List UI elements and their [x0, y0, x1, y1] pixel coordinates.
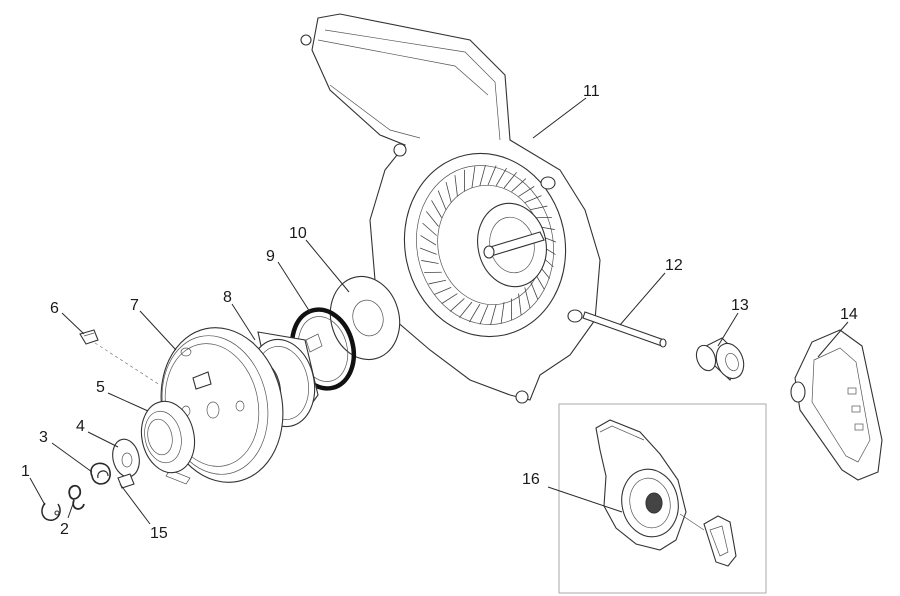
circlip-part-1 [41, 502, 61, 521]
rod-part-12 [582, 311, 667, 348]
fan-blade [503, 172, 517, 189]
fan-blade [529, 280, 539, 300]
fan-blade [449, 298, 465, 312]
spring-clip-part-2 [68, 484, 85, 510]
fan-blade [524, 195, 542, 203]
label-13: 13 [731, 297, 749, 314]
fan-blade [437, 190, 447, 210]
fan-blade [490, 304, 497, 326]
fan-blade [441, 293, 458, 304]
fan-blade [419, 247, 437, 255]
fan-blade [469, 304, 481, 323]
fan-blade [500, 302, 505, 324]
fan-blade [471, 166, 476, 188]
assembly-inset-part-16 [558, 403, 767, 594]
pawl-part-6 [79, 329, 99, 345]
fan-blade [479, 304, 489, 325]
label-10: 10 [289, 225, 307, 242]
label-14: 14 [840, 306, 858, 323]
fan-blade [495, 167, 507, 186]
fan-blade [445, 181, 452, 203]
fan-blade [529, 205, 548, 211]
fan-blade [524, 287, 531, 309]
fan-blade [420, 235, 437, 246]
label-9: 9 [266, 248, 275, 265]
handle-part-14 [790, 329, 883, 481]
label-16: 16 [522, 471, 540, 488]
label-12: 12 [665, 257, 683, 274]
label-3: 3 [39, 429, 48, 446]
fan-blade [421, 260, 439, 264]
fan-blade [487, 165, 497, 186]
washer-part-4 [112, 438, 140, 478]
fan-blade [518, 293, 522, 315]
fan-blade [431, 200, 443, 218]
fan-blade [428, 279, 447, 285]
spring-part-3 [90, 462, 111, 485]
label-8: 8 [223, 289, 232, 306]
label-15: 15 [150, 525, 168, 542]
fan-blade [459, 301, 473, 318]
fan-blade [518, 186, 535, 197]
assembly-axis [94, 342, 161, 386]
washer-part-10 [329, 275, 401, 361]
label-11: 11 [583, 83, 600, 100]
sleeve-part-13 [695, 337, 745, 381]
label-1: 1 [21, 463, 30, 480]
fan-blade [434, 287, 452, 295]
leader-lines [29, 97, 849, 525]
label-7: 7 [130, 297, 139, 314]
label-5: 5 [96, 379, 105, 396]
fan-blade [479, 164, 486, 186]
fan-blade [454, 175, 458, 197]
fan-blade [511, 178, 527, 192]
callout-labels: 11 12 13 14 10 9 8 7 6 5 4 3 1 2 15 16 [21, 83, 858, 542]
label-2: 2 [60, 521, 69, 538]
fan-housing-part-11 [300, 13, 601, 404]
label-4: 4 [76, 418, 85, 435]
fan-blade [422, 222, 437, 236]
fan-blade [425, 211, 439, 227]
ratchet-part-5 [140, 400, 196, 474]
label-6: 6 [50, 300, 59, 317]
